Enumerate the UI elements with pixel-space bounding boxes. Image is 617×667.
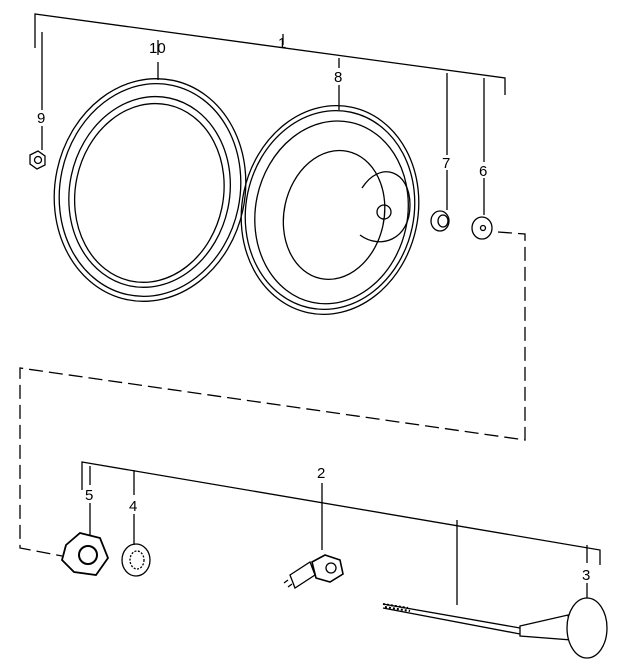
callout-10: 10 [149,40,166,57]
callout-9: 9 [37,110,45,127]
part-4-lock-washer [121,543,151,577]
part-3-knob [382,597,608,659]
dashed-connector [19,231,526,557]
callout-6: 6 [479,163,487,180]
bracket-group-2 [81,461,601,605]
callout-1: 1 [278,35,286,52]
callout-5: 5 [85,487,93,504]
part-10-trim-ring [53,78,247,302]
callout-2: 2 [317,465,325,482]
part-5-hex-nut [60,532,110,576]
callout-7: 7 [442,155,450,172]
part-9-nut [29,150,46,170]
callout-4: 4 [129,498,137,515]
callout-8: 8 [334,69,342,86]
callout-3: 3 [582,567,590,584]
part-8-headlamp [240,105,420,315]
bracket-group-1 [34,13,506,215]
part-7-grommet [430,210,450,232]
part-6-washer [471,216,493,240]
part-2-bolt [283,554,344,589]
